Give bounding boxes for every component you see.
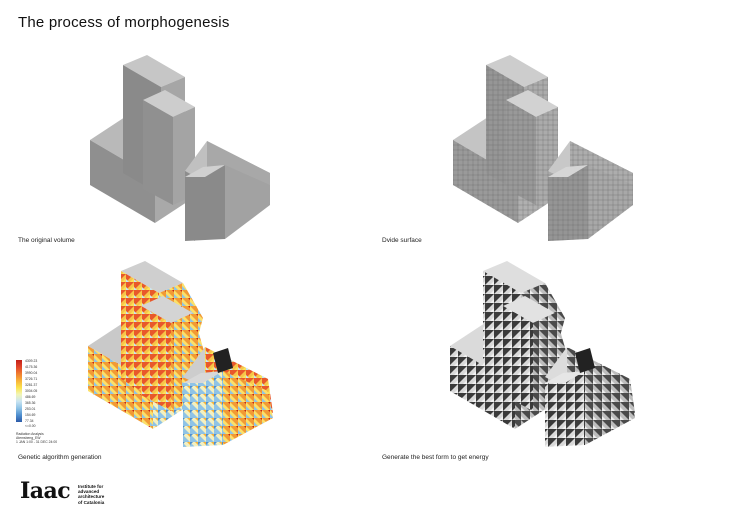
- genetic-algorithm-drawing: [88, 261, 273, 447]
- legend-tick: 486.69: [25, 395, 36, 399]
- legend-footer: 1 JAN 1:00 - 31 DEC 24:00: [16, 440, 58, 444]
- legend-tick: 4309.23: [25, 359, 38, 363]
- legend-tick: 3990.04: [25, 371, 38, 375]
- caption-best-form: Generate the best form to get energy: [382, 454, 489, 461]
- legend-tick: 3004.05: [25, 389, 38, 393]
- divide-surface-drawing: [453, 55, 633, 241]
- logo-mark: Iaac: [20, 478, 71, 504]
- radiation-legend: 4309.23 4175.36 3990.04 3726.71 3281.37 …: [14, 359, 74, 446]
- legend-tick: 154.69: [25, 413, 36, 417]
- original-volume-drawing: [90, 55, 270, 241]
- best-form-drawing: [450, 261, 635, 447]
- caption-genetic-algorithm: Genetic algorithm generation: [18, 454, 102, 461]
- legend-footer: Atemsbeng_EW: [16, 436, 41, 440]
- legend-tick: 77.34: [25, 419, 34, 423]
- legend-color-bar: [16, 360, 22, 422]
- legend-tick: 3281.37: [25, 383, 38, 387]
- legend-tick: <=0.00: [25, 424, 36, 428]
- legend-tick: 253.01: [25, 407, 36, 411]
- page-title: The process of morphogenesis: [18, 14, 230, 31]
- logo-line: of Catalonia: [78, 499, 105, 505]
- legend-footer: Radiation Analysis: [16, 432, 44, 436]
- logo-line: architecture: [78, 494, 105, 500]
- logo-text: Institute for advanced architecture of C…: [78, 484, 138, 505]
- legend-tick: 4175.36: [25, 365, 38, 369]
- caption-divide-surface: Dvide surface: [382, 237, 422, 244]
- legend-tick: 3726.71: [25, 377, 38, 381]
- logo-line: Institute for: [78, 484, 104, 489]
- legend-tick: 365.36: [25, 401, 36, 405]
- caption-original-volume: The original volume: [18, 237, 75, 244]
- logo-line: advanced: [78, 489, 100, 495]
